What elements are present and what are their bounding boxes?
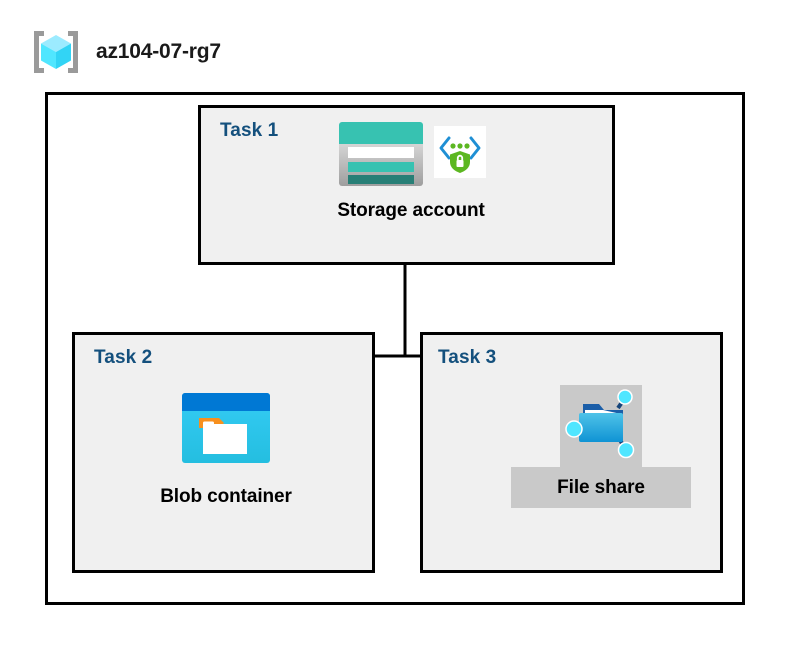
node-storage-account[interactable]: Storage account (301, 120, 521, 222)
file-share-selection-highlight-caption: File share (511, 467, 691, 508)
blob-container-caption: Blob container (160, 486, 292, 507)
node-file-share[interactable]: File share (511, 385, 691, 508)
task-2-box: Task 2 Blob container (72, 332, 375, 573)
node-blob-container[interactable]: Blob container (126, 392, 326, 508)
blob-container-icon (181, 392, 271, 469)
file-share-caption: File share (557, 476, 645, 498)
storage-account-caption: Storage account (337, 200, 485, 221)
file-share-selection-highlight-icon (560, 385, 642, 467)
page-title: az104-07-rg7 (96, 40, 221, 63)
storage-account-icon (337, 120, 425, 193)
task-3-box: Task 3 (420, 332, 723, 573)
file-share-icon (563, 386, 639, 467)
task-1-box: Task 1 (198, 105, 615, 265)
task-1-label: Task 1 (220, 120, 279, 141)
resource-group-icon (30, 28, 82, 76)
secure-endpoint-shield-icon (433, 126, 486, 183)
task-3-label: Task 3 (438, 347, 497, 368)
resource-group-header: az104-07-rg7 (30, 28, 450, 76)
storage-account-icon-group (337, 120, 486, 192)
task-2-label: Task 2 (94, 347, 153, 368)
